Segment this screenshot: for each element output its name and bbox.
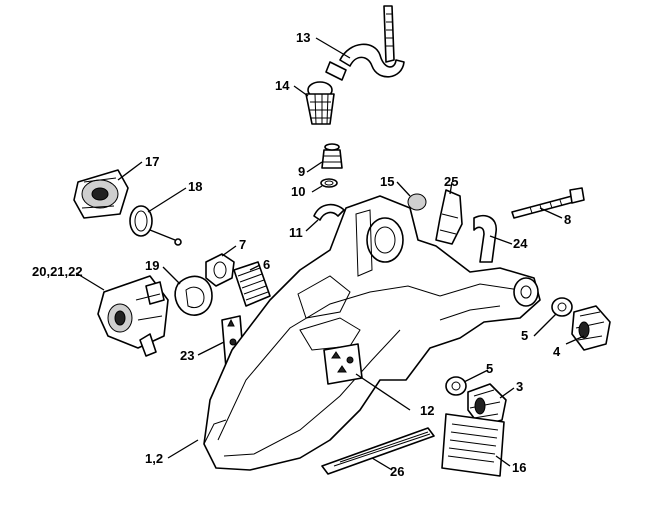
label-6: 6	[263, 257, 270, 272]
valve-part	[320, 143, 343, 188]
label-9: 9	[298, 164, 305, 179]
label-5-lower: 5	[486, 361, 493, 376]
label-26: 26	[390, 464, 404, 479]
label-15: 15	[380, 174, 394, 189]
label-10: 10	[291, 184, 305, 199]
fuel-filter-part	[305, 81, 335, 125]
gasket-part	[174, 275, 213, 316]
gasket-cable-part	[129, 205, 182, 246]
main-housing-part	[203, 195, 541, 471]
label-14: 14	[275, 78, 290, 93]
carburetor-part	[97, 275, 169, 357]
callout-labels: 13 14 17 18 9 10 15 25 8 11 24 7 6 19 20…	[32, 30, 571, 479]
label-25: 25	[444, 174, 458, 189]
nut-part	[205, 253, 235, 287]
hose-bend-part	[473, 214, 497, 263]
label-16: 16	[512, 460, 526, 475]
label-5-upper: 5	[521, 328, 528, 343]
clip-part	[313, 203, 345, 221]
label-11: 11	[289, 225, 303, 240]
label-7: 7	[239, 237, 246, 252]
lower-damper-part	[445, 376, 507, 427]
label-17: 17	[145, 154, 159, 169]
label-23: 23	[180, 348, 194, 363]
manifold-part	[73, 169, 129, 219]
fuel-hose-part	[325, 5, 405, 81]
label-12: 12	[420, 403, 434, 418]
label-18: 18	[188, 179, 202, 194]
label-19: 19	[145, 258, 159, 273]
bracket-part	[435, 189, 463, 245]
label-1-2: 1,2	[145, 451, 163, 466]
strip-part	[321, 427, 435, 475]
label-4: 4	[553, 344, 561, 359]
label-3: 3	[516, 379, 523, 394]
label-13: 13	[296, 30, 310, 45]
pad-part	[441, 413, 505, 477]
bolt-part	[511, 187, 585, 219]
upper-damper-part	[551, 297, 611, 351]
label-8: 8	[564, 212, 571, 227]
leader-lines	[75, 37, 585, 471]
plug-part	[407, 193, 427, 211]
spring-part	[233, 261, 271, 307]
label-24: 24	[513, 236, 528, 251]
label-20-21-22: 20,21,22	[32, 264, 83, 279]
